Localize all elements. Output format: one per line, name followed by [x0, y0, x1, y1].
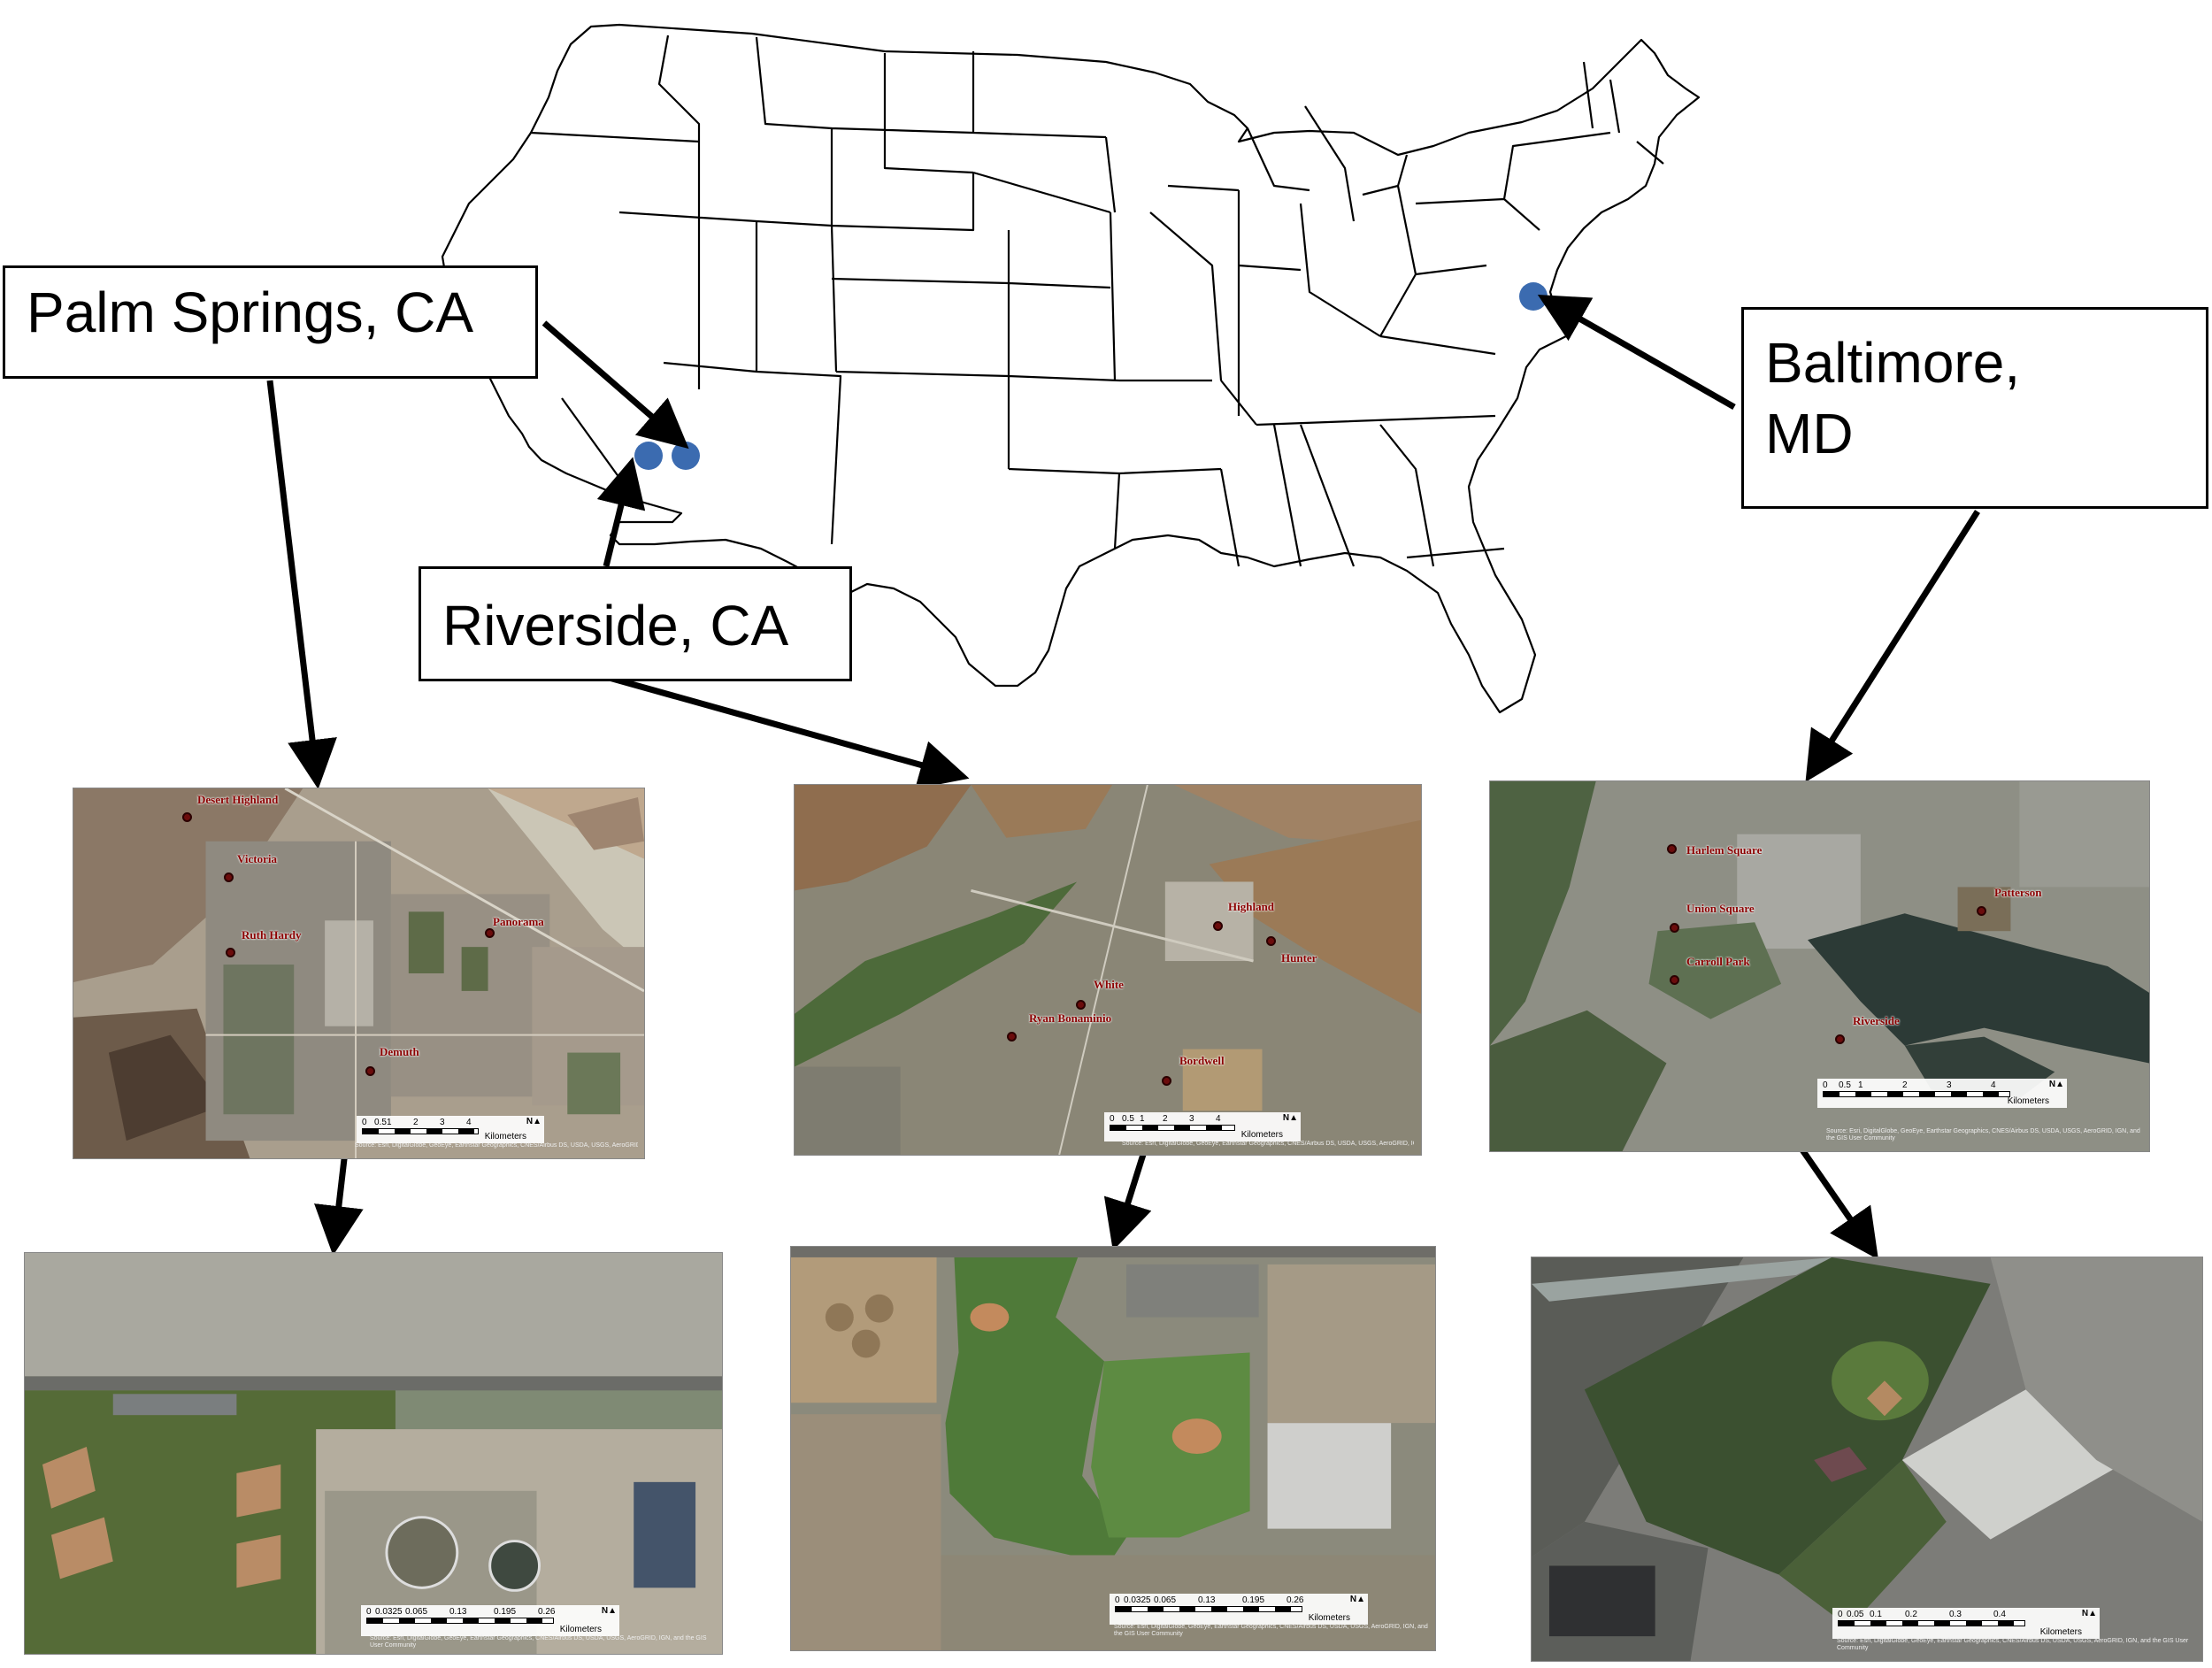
poi-dot-hunter[interactable] — [1266, 936, 1276, 946]
scale-unit: Kilometers — [484, 1132, 526, 1141]
poi-label-desert-highland: Desert Highland — [197, 793, 279, 806]
poi-dot-union-square[interactable] — [1670, 923, 1679, 933]
poi-label-ryan-bonaminio: Ryan Bonaminio — [1029, 1011, 1112, 1025]
arrow-riverside-to-city — [605, 673, 970, 789]
arrow-baltimore-to-city — [1805, 510, 1980, 782]
aerial-imagery — [73, 788, 644, 1158]
scale-unit: Kilometers — [1308, 1613, 1350, 1623]
scale-unit: Kilometers — [2007, 1096, 2049, 1106]
north-arrow-icon: N▲ — [1349, 1595, 1365, 1604]
us-outline — [441, 23, 1701, 714]
aerial-imagery — [791, 1247, 1435, 1650]
city-map-riverside: Highland Hunter White Ryan Bonaminio Bor… — [794, 784, 1422, 1156]
map-credit: Source: Esri, DigitalGlobe, GeoEye, Eart… — [1114, 1624, 1428, 1638]
state-borders — [530, 35, 1664, 567]
scale-unit: Kilometers — [2039, 1627, 2082, 1637]
poi-label-white: White — [1094, 978, 1124, 991]
scale-unit: Kilometers — [559, 1625, 602, 1634]
label-baltimore-line1: Baltimore, — [1765, 331, 2021, 395]
poi-dot-desert-highland[interactable] — [182, 812, 192, 822]
poi-label-victoria: Victoria — [237, 852, 277, 865]
city-map-palm-springs: Desert Highland Victoria Ruth Hardy Demu… — [73, 788, 645, 1159]
baltimore-marker — [1519, 282, 1548, 311]
poi-dot-panorama[interactable] — [485, 928, 495, 938]
arrow-palm-springs-to-us — [541, 320, 689, 450]
scale-unit: Kilometers — [1240, 1130, 1283, 1140]
map-credit: Source: Esri, DigitalGlobe, GeoEye, Eart… — [1826, 1128, 2140, 1142]
poi-dot-white[interactable] — [1076, 1000, 1086, 1010]
north-arrow-icon: N▲ — [601, 1606, 617, 1616]
north-arrow-icon: N▲ — [1282, 1113, 1298, 1123]
aerial-imagery — [1532, 1257, 2202, 1661]
poi-label-ruth-hardy: Ruth Hardy — [242, 928, 302, 942]
label-riverside: Riverside, CA — [419, 566, 852, 681]
poi-label-union-square: Union Square — [1686, 902, 1755, 915]
poi-dot-bordwell[interactable] — [1162, 1076, 1171, 1086]
map-credit: Source: Esri, DigitalGlobe, GeoEye, Eart… — [1837, 1638, 2189, 1652]
poi-dot-ryan-bonaminio[interactable] — [1007, 1032, 1017, 1042]
north-arrow-icon: N▲ — [2048, 1080, 2064, 1089]
poi-label-highland: Highland — [1228, 900, 1275, 913]
label-baltimore: Baltimore, MD — [1741, 307, 2208, 509]
poi-dot-ruth-hardy[interactable] — [226, 948, 235, 957]
map-credit: Source: Esri, DigitalGlobe, GeoEye, Eart… — [1122, 1141, 1414, 1147]
label-baltimore-line2: MD — [1765, 402, 1854, 465]
poi-label-panorama: Panorama — [493, 915, 544, 928]
arrow-riverside-to-us — [596, 457, 646, 567]
map-credit: Source: Esri, DigitalGlobe, GeoEye, Eart… — [355, 1142, 638, 1149]
poi-dot-harlem-square[interactable] — [1667, 844, 1677, 854]
arrow-baltimore-to-us — [1537, 295, 1736, 411]
location-markers — [634, 282, 1548, 470]
poi-label-hunter: Hunter — [1281, 951, 1317, 965]
label-palm-springs-text: Palm Springs, CA — [27, 281, 474, 344]
poi-label-riverside-balt: Riverside — [1853, 1014, 1900, 1027]
poi-dot-victoria[interactable] — [224, 872, 234, 882]
city-map-baltimore: Harlem Square Union Square Carroll Park … — [1489, 780, 2150, 1152]
aerial-imagery — [25, 1253, 722, 1654]
poi-label-bordwell: Bordwell — [1179, 1054, 1225, 1067]
poi-dot-patterson[interactable] — [1977, 906, 1986, 916]
label-palm-springs: Palm Springs, CA — [3, 265, 538, 379]
poi-dot-demuth[interactable] — [365, 1066, 375, 1076]
aerial-imagery — [795, 785, 1421, 1155]
north-arrow-icon: N▲ — [2081, 1609, 2097, 1618]
poi-dot-highland[interactable] — [1213, 921, 1223, 931]
poi-dot-carroll-park[interactable] — [1670, 975, 1679, 985]
poi-label-carroll-park: Carroll Park — [1686, 955, 1750, 968]
poi-dot-riverside-balt[interactable] — [1835, 1034, 1845, 1044]
north-arrow-icon: N▲ — [526, 1117, 541, 1126]
label-riverside-text: Riverside, CA — [442, 594, 789, 657]
poi-label-harlem-square: Harlem Square — [1686, 843, 1763, 857]
poi-label-demuth: Demuth — [380, 1045, 419, 1058]
poi-label-patterson: Patterson — [1994, 886, 2042, 899]
palm-springs-marker — [672, 442, 700, 470]
arrow-palm-springs-to-city — [266, 380, 337, 789]
map-credit: Source: Esri, DigitalGlobe, GeoEye, Eart… — [370, 1635, 707, 1649]
riverside-marker — [634, 442, 663, 470]
